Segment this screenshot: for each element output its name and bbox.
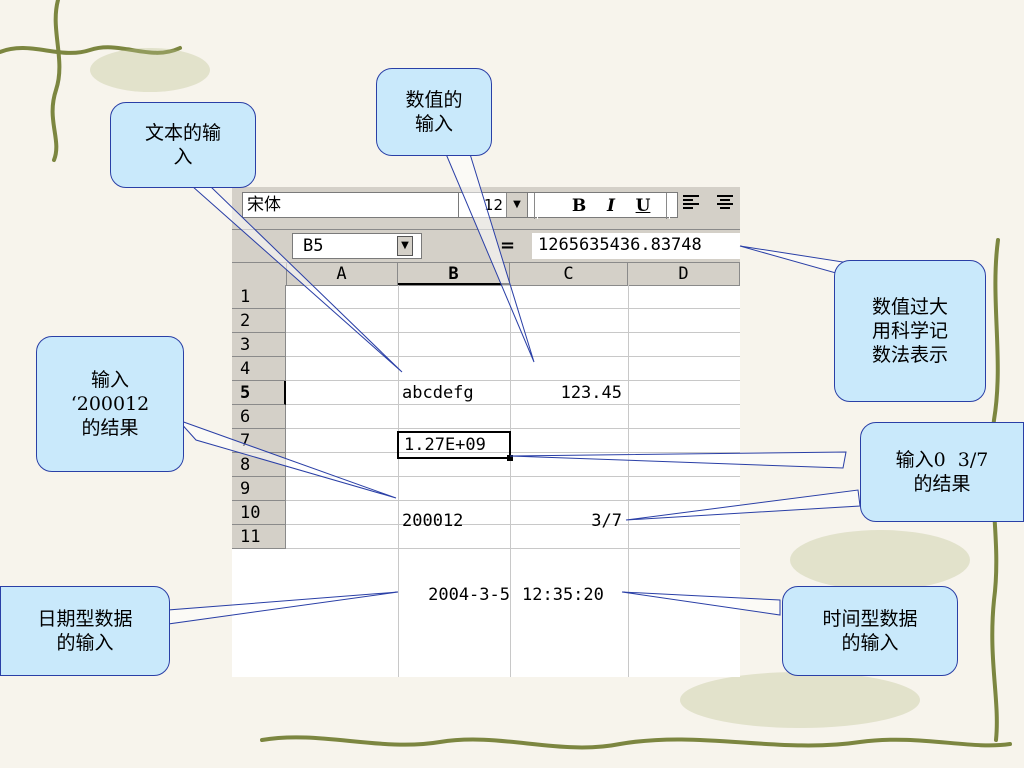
cell-b3[interactable]: abcdefg: [402, 383, 474, 403]
cell-c3[interactable]: 123.45: [560, 383, 622, 403]
row-header[interactable]: 4: [232, 357, 286, 381]
callout-line: 数值过大: [871, 296, 948, 318]
font-name-value: 宋体: [247, 195, 281, 215]
gridline: [628, 285, 629, 677]
toolbar-separator: [534, 193, 538, 219]
cell-reference: B5: [303, 236, 324, 256]
table-row: [286, 429, 740, 453]
callout-line: 的结果: [913, 473, 971, 495]
callout-line: 数值的: [405, 89, 463, 111]
align-center-icon: [717, 195, 733, 209]
formula-bar: B5 ▼ = 1265635436.83748: [232, 230, 740, 263]
row-header[interactable]: 2: [232, 309, 286, 333]
select-all-corner[interactable]: [232, 263, 287, 285]
callout-line: 的结果: [81, 417, 139, 439]
gridline: [398, 285, 399, 677]
formula-input[interactable]: 1265635436.83748: [532, 233, 740, 259]
fill-handle[interactable]: [507, 455, 513, 461]
callout-date-input: 日期型数据的输入: [0, 586, 170, 676]
callout-line: ‘200012: [70, 393, 150, 415]
callout-line: 入: [173, 146, 193, 168]
callout-line: 时间型数据: [822, 608, 918, 630]
cell-b9[interactable]: 2004-3-5: [428, 585, 510, 605]
table-row: [286, 453, 740, 477]
row-header[interactable]: 10: [232, 501, 286, 525]
column-header-d[interactable]: D: [628, 263, 740, 285]
table-row: [286, 333, 740, 357]
align-left-button[interactable]: [678, 193, 704, 219]
callout-time-input: 时间型数据的输入: [782, 586, 958, 676]
table-row: [286, 477, 740, 501]
column-header-c[interactable]: C: [510, 263, 628, 285]
table-row: [286, 285, 740, 309]
callout-line: 输入: [414, 113, 453, 135]
chevron-down-icon[interactable]: ▼: [506, 193, 527, 217]
callout-line: 输入: [90, 369, 129, 391]
row-header[interactable]: 7: [232, 429, 286, 453]
cell-b7[interactable]: 200012: [402, 511, 464, 531]
table-row: [286, 501, 740, 525]
table-row: [286, 405, 740, 429]
callout-line: 的输入: [841, 632, 899, 654]
row-header[interactable]: 9: [232, 477, 286, 501]
underline-button[interactable]: U: [635, 196, 651, 216]
cell-c7[interactable]: 3/7: [591, 511, 622, 531]
cell-c9[interactable]: 12:35:20: [522, 585, 604, 605]
spreadsheet-window: 宋体 12 ▼ B I U B5 ▼ = 1265635436.: [232, 187, 740, 677]
table-row: [286, 357, 740, 381]
row-header[interactable]: 8: [232, 453, 286, 477]
cell-b5[interactable]: 1.27E+09: [404, 435, 486, 455]
column-header-row: A B C D: [232, 263, 740, 286]
callout-line: 输入0 3/7: [895, 449, 989, 471]
table-row: [286, 381, 740, 405]
row-header[interactable]: 11: [232, 525, 286, 549]
row-header[interactable]: 5: [232, 381, 286, 405]
callout-line: 用科学记: [871, 320, 948, 342]
italic-button[interactable]: I: [607, 196, 615, 216]
callout-line: 日期型数据: [37, 608, 133, 630]
callout-line: 的输入: [56, 632, 114, 654]
callout-text-input: 文本的输入: [110, 102, 256, 188]
table-row: [286, 525, 740, 549]
callout-line: 文本的输: [144, 122, 221, 144]
row-header[interactable]: 3: [232, 333, 286, 357]
align-center-button[interactable]: [712, 193, 738, 219]
callout-line: 数法表示: [871, 344, 948, 366]
bold-button[interactable]: B: [571, 196, 587, 216]
formatting-toolbar: 宋体 12 ▼ B I U: [232, 187, 740, 230]
column-header-a[interactable]: A: [286, 263, 398, 285]
callout-sci-notation: 数值过大用科学记数法表示: [834, 260, 986, 402]
gridline: [510, 285, 511, 677]
name-box[interactable]: B5 ▼: [292, 233, 422, 259]
toolbar-separator: [666, 193, 670, 219]
equals-button[interactable]: =: [500, 235, 516, 256]
row-header[interactable]: 1: [232, 285, 286, 309]
font-size-value: 12: [483, 196, 503, 214]
column-header-b[interactable]: B: [398, 263, 510, 285]
active-cell-b5[interactable]: [397, 431, 511, 459]
font-size-select[interactable]: 12 ▼: [458, 192, 528, 218]
chevron-down-icon[interactable]: ▼: [395, 234, 415, 258]
table-row: [286, 309, 740, 333]
callout-number-input: 数值的输入: [376, 68, 492, 156]
align-left-icon: [683, 195, 699, 209]
row-header[interactable]: 6: [232, 405, 286, 429]
